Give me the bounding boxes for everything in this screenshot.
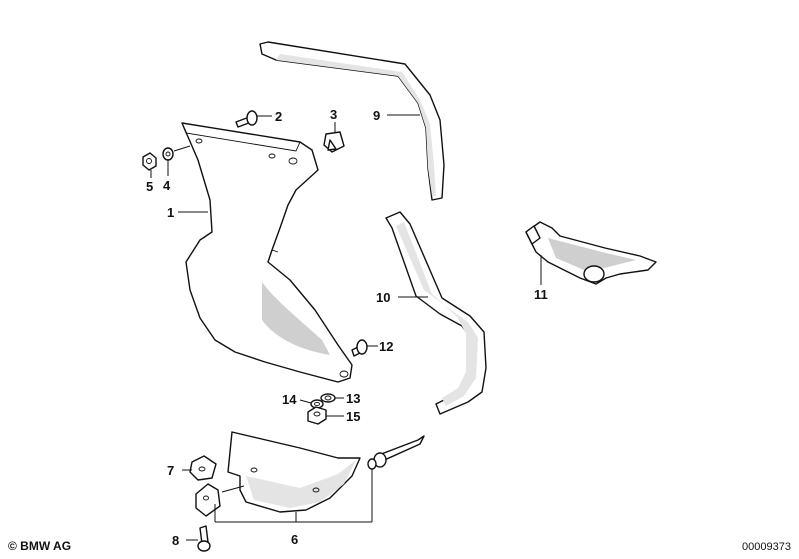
copyright-label: © BMW AG (8, 539, 72, 553)
washer-part-14[interactable] (299, 399, 324, 409)
screw-part-8[interactable] (186, 525, 211, 552)
nut-part-5[interactable] (142, 152, 157, 178)
washer-part-13[interactable] (320, 393, 344, 403)
callout-12: 12 (379, 339, 393, 354)
callout-5: 5 (146, 179, 153, 194)
nut-part-15[interactable] (307, 406, 344, 425)
callout-4: 4 (163, 178, 171, 193)
callout-7: 7 (167, 463, 174, 478)
callout-9: 9 (373, 108, 380, 123)
callout-8: 8 (172, 533, 179, 548)
callout-11: 11 (534, 287, 548, 302)
washer-part-4[interactable] (162, 145, 191, 176)
callout-14: 14 (282, 392, 297, 407)
clip-nut-part-3[interactable] (323, 122, 345, 153)
rivet-pin[interactable] (367, 435, 425, 470)
callout-2: 2 (275, 109, 282, 124)
callout-1: 1 (167, 205, 174, 220)
callout-13: 13 (346, 391, 360, 406)
screw-part-12[interactable] (351, 339, 378, 357)
callout-15: 15 (346, 409, 360, 424)
callout-3: 3 (330, 107, 337, 122)
clip-part-7[interactable] (182, 455, 217, 481)
callout-6: 6 (291, 532, 298, 547)
callout-10: 10 (376, 290, 390, 305)
lower-cover-part-6[interactable] (215, 431, 373, 523)
side-panel-part-1[interactable] (181, 122, 353, 383)
trim-strip-part-10[interactable] (385, 211, 487, 415)
screw-part-2[interactable] (235, 110, 272, 128)
drawing-number: 00009373 (742, 541, 791, 553)
bracket[interactable] (195, 483, 221, 522)
handle-part-11[interactable] (525, 221, 657, 285)
trim-strip-part-9[interactable] (259, 41, 445, 201)
